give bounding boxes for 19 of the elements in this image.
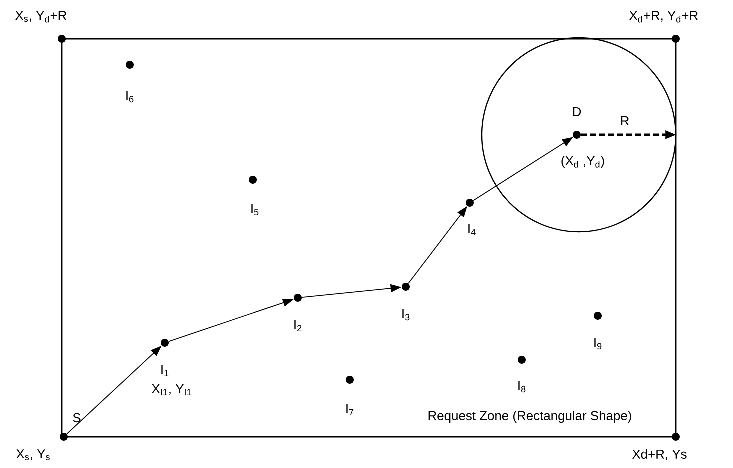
point-label: I$_{5}$: [252, 204, 259, 216]
point-label: X$_{d}$+R, Y$_{d}$+R: [630, 11, 698, 23]
point-label: I$_{7}$: [346, 404, 354, 416]
point-label: Xd+R, Ys: [632, 449, 687, 460]
point-label: I$_{4}$: [468, 224, 476, 236]
destination-circle: [481, 37, 677, 233]
point-label: I$_{3}$: [402, 309, 410, 321]
point-label: D: [573, 108, 582, 116]
point-label: X$_{I1}$, Y$_{I1}$: [152, 384, 192, 396]
point-label: X$_{s}$, Y$_{s}$: [16, 450, 50, 460]
point-label: I$_{6}$: [126, 91, 134, 103]
edge-label: R: [619, 116, 631, 126]
point-label: I$_{9}$: [594, 338, 602, 350]
point-label: (X$_{d}$ ,Y$_{d}$): [562, 156, 604, 168]
point-label: I$_{8}$: [518, 381, 526, 393]
point-label: S: [73, 413, 81, 423]
point-label: I$_{1}$: [162, 365, 169, 376]
point-label: X$_{s}$, Y$_{d}$+R: [16, 11, 67, 23]
point-label: I$_{2}$: [294, 320, 302, 332]
